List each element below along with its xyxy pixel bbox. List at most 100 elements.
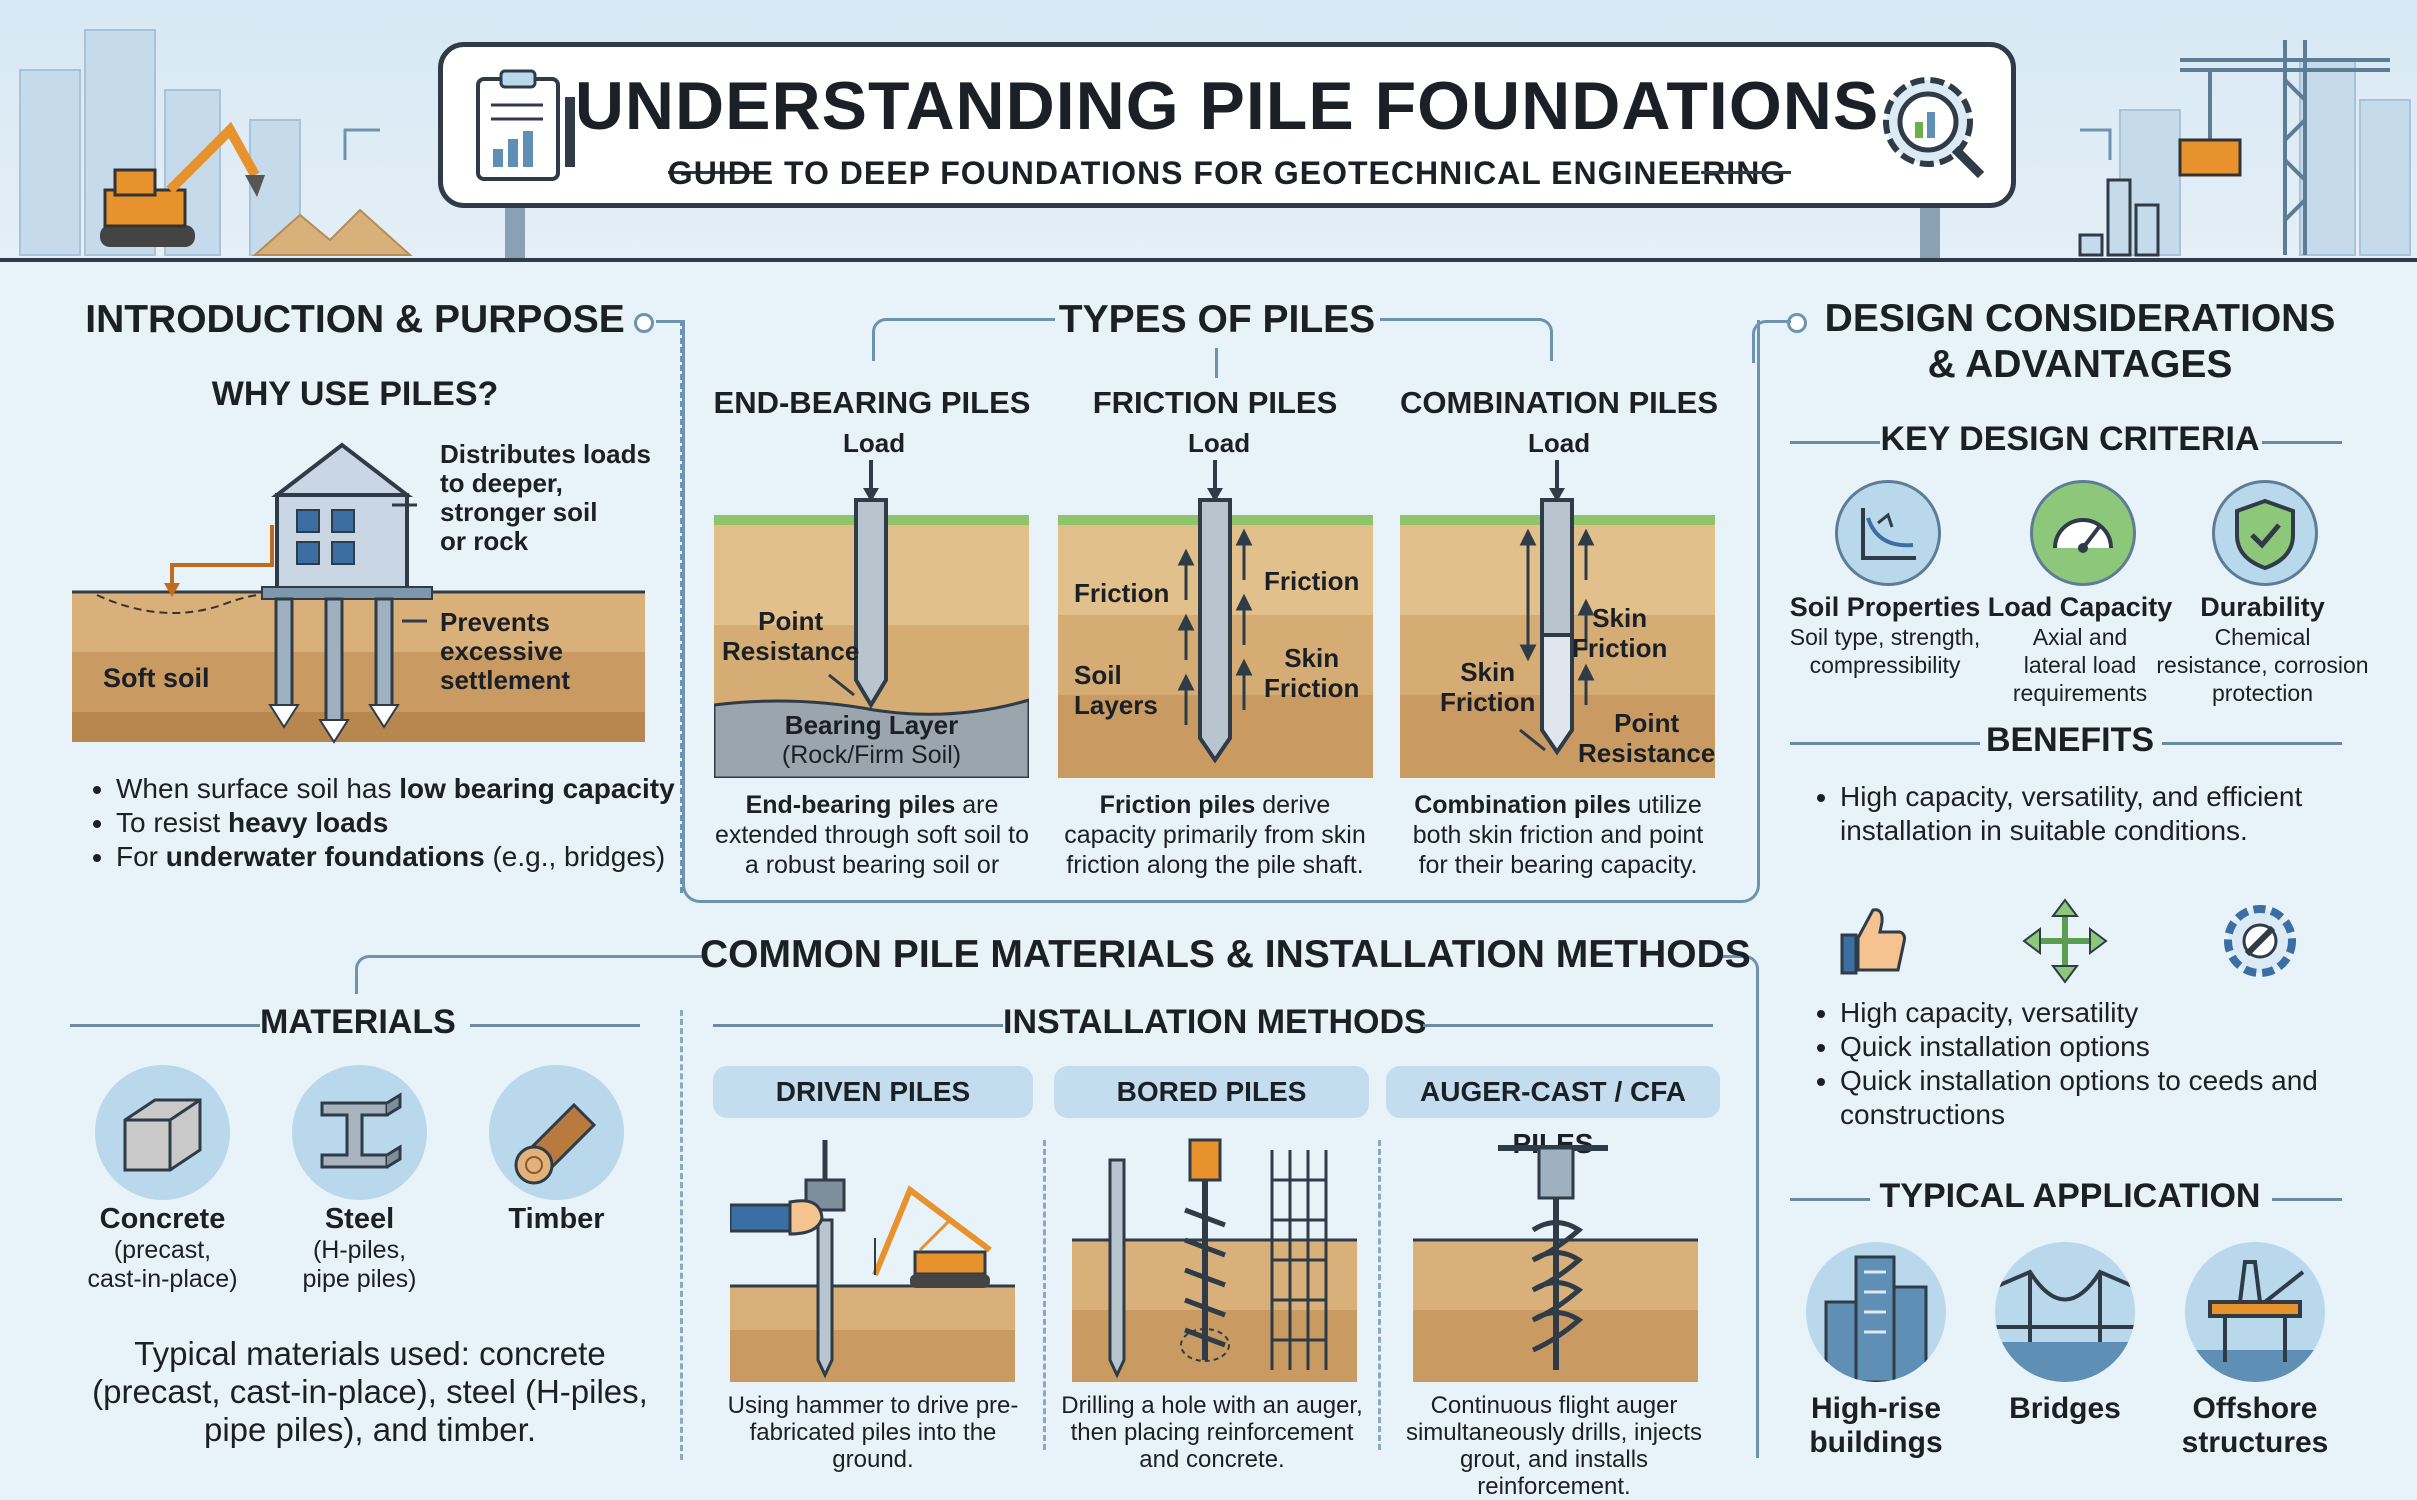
combination-title: COMBINATION PILES <box>1400 385 1719 420</box>
criteria-item: Durability Chemical resistance, corrosio… <box>2155 592 2370 707</box>
point-resistance-label: Point Resistance <box>1578 708 1716 768</box>
title-banner: UNDERSTANDING PILE FOUNDATIONS GUIDE TO … <box>438 42 2016 208</box>
types-connector-left <box>872 318 1055 361</box>
materials-heading: MATERIALS <box>260 1003 456 1041</box>
timber-log-icon <box>489 1065 624 1200</box>
benefit-item: High capacity, versatility <box>1840 996 2385 1030</box>
method-divider <box>1378 1140 1381 1450</box>
gauge-icon <box>2030 480 2136 586</box>
materials-section-heading: COMMON PILE MATERIALS & INSTALLATION MET… <box>700 933 1751 976</box>
material-title: Timber <box>508 1203 605 1235</box>
combination-diagram <box>1400 460 1715 778</box>
criteria-desc: Chemical resistance, corrosion protectio… <box>2156 624 2369 706</box>
load-label: Load <box>843 428 906 458</box>
end-bearing-desc: End-bearing piles are extended through s… <box>714 791 1030 879</box>
types-connector-right <box>1380 318 1553 361</box>
criteria-title: Durability <box>2200 592 2325 622</box>
material-desc: (precast, cast-in-place) <box>87 1236 238 1293</box>
benefits-heading: BENEFITS <box>1985 721 2155 759</box>
bearing-layer-title: Bearing Layer <box>784 710 959 740</box>
material-title: Concrete <box>99 1203 226 1235</box>
installation-heading: INSTALLATION METHODS <box>1003 1003 1427 1041</box>
bored-desc: Drilling a hole with an auger, then plac… <box>1061 1392 1363 1473</box>
materials-note: Typical materials used: concrete (precas… <box>92 1335 648 1448</box>
skyline-illustration <box>19 29 2411 257</box>
rule <box>1790 1198 1870 1201</box>
criteria-desc: Axial and lateral load requirements <box>2012 624 2148 706</box>
friction-label-right: Friction <box>1264 566 1360 596</box>
offshore-icon <box>2185 1242 2325 1382</box>
rule <box>2272 1198 2342 1201</box>
benefit-item: Quick installation options <box>1840 1030 2385 1064</box>
bearing-layer-label: Bearing Layer (Rock/Firm Soil) <box>714 710 1029 770</box>
types-frame <box>682 320 1760 903</box>
benefit-item: High capacity, versatility, and efficien… <box>1840 780 2385 848</box>
page-title: UNDERSTANDING PILE FOUNDATIONS <box>574 68 1880 144</box>
soil-layers-label: Soil Layers <box>1074 660 1158 720</box>
bored-pile-diagram <box>1072 1138 1357 1382</box>
move-arrows-icon <box>2022 898 2108 984</box>
concrete-icon <box>95 1065 230 1200</box>
benefit-item: Quick installation options to ceeds and … <box>1840 1064 2385 1132</box>
auger-desc: Continuous flight auger simultaneously d… <box>1405 1392 1703 1500</box>
friction-title: FRICTION PILES <box>1092 385 1338 420</box>
types-connector-center <box>1215 348 1218 378</box>
benefits-summary: High capacity, versatility, and efficien… <box>1812 780 2385 848</box>
auger-pile-diagram <box>1413 1145 1698 1382</box>
material-item: Timber <box>454 1203 659 1236</box>
intro-heading: INTRODUCTION & PURPOSE <box>85 298 625 341</box>
intro-bullets: When surface soil has low bearing capaci… <box>88 772 696 874</box>
method-tab-auger: AUGER-CAST / CFA PILES <box>1386 1066 1720 1159</box>
page-subtitle: GUIDE TO DEEP FOUNDATIONS FOR GEOTECHNIC… <box>667 155 1787 191</box>
friction-label-left: Friction <box>1074 578 1170 608</box>
driven-pile-diagram <box>730 1140 1015 1382</box>
skin-friction-label-left: Skin Friction <box>1440 657 1536 717</box>
end-bearing-title: END-BEARING PILES <box>713 385 1031 420</box>
intro-divider <box>656 320 683 893</box>
design-connector <box>1752 320 1791 363</box>
application-label: High-rise buildings <box>1809 1392 1943 1459</box>
method-tab-driven: DRIVEN PILES <box>713 1066 1033 1118</box>
types-heading: TYPES OF PILES <box>1058 298 1376 341</box>
application-label: Bridges <box>2009 1392 2121 1425</box>
driven-desc: Using hammer to drive pre-fabricated pil… <box>727 1392 1019 1473</box>
intro-bullet: For underwater foundations (e.g., bridge… <box>116 840 696 874</box>
material-desc: (H-piles, pipe piles) <box>302 1236 417 1293</box>
material-title: Steel <box>324 1203 395 1235</box>
material-item: Steel (H-piles, pipe piles) <box>257 1203 462 1294</box>
combination-desc: Combination piles utilize both skin fric… <box>1412 791 1704 879</box>
criteria-title: Load Capacity <box>1987 592 2173 622</box>
design-heading: DESIGN CONSIDERATIONS & ADVANTAGES <box>1824 297 2336 386</box>
load-label: Load <box>1528 428 1591 458</box>
intro-bullet: To resist heavy loads <box>116 806 696 840</box>
gear-wrench-icon <box>2224 905 2296 977</box>
point-resistance-label: Point Resistance <box>722 606 860 666</box>
friction-diagram <box>1058 460 1373 778</box>
criteria-title: Soil Properties <box>1789 592 1981 622</box>
why-piles-diagram <box>72 442 645 744</box>
bridge-icon <box>1995 1242 2135 1382</box>
materials-connector-left <box>355 955 704 994</box>
criteria-desc: Soil type, strength, compressibility <box>1789 624 1981 678</box>
rule <box>2262 441 2342 444</box>
connector-dot <box>634 313 654 333</box>
rule <box>2162 742 2342 745</box>
subtitle-rule-left <box>668 171 758 174</box>
soil-graph-icon <box>1835 480 1941 586</box>
rule <box>1790 441 1880 444</box>
section-divider <box>680 1010 683 1460</box>
thumbs-up-icon <box>1840 908 1906 975</box>
soft-soil-label: Soft soil <box>103 663 210 693</box>
skin-friction-label: Skin Friction <box>1264 643 1360 703</box>
crane-icon <box>2180 40 2390 255</box>
shield-check-icon <box>2212 480 2318 586</box>
steel-beam-icon <box>292 1065 427 1200</box>
rule <box>1423 1024 1713 1027</box>
bearing-layer-sub: (Rock/Firm Soil) <box>781 741 962 769</box>
callout-settlement: Prevents excessive settlement <box>440 607 571 695</box>
rule <box>470 1024 640 1027</box>
subtitle-rule-right <box>1701 171 1791 174</box>
criteria-item: Soil Properties Soil type, strength, com… <box>1780 592 1990 679</box>
highrise-icon <box>1806 1242 1946 1382</box>
rule <box>713 1024 1003 1027</box>
